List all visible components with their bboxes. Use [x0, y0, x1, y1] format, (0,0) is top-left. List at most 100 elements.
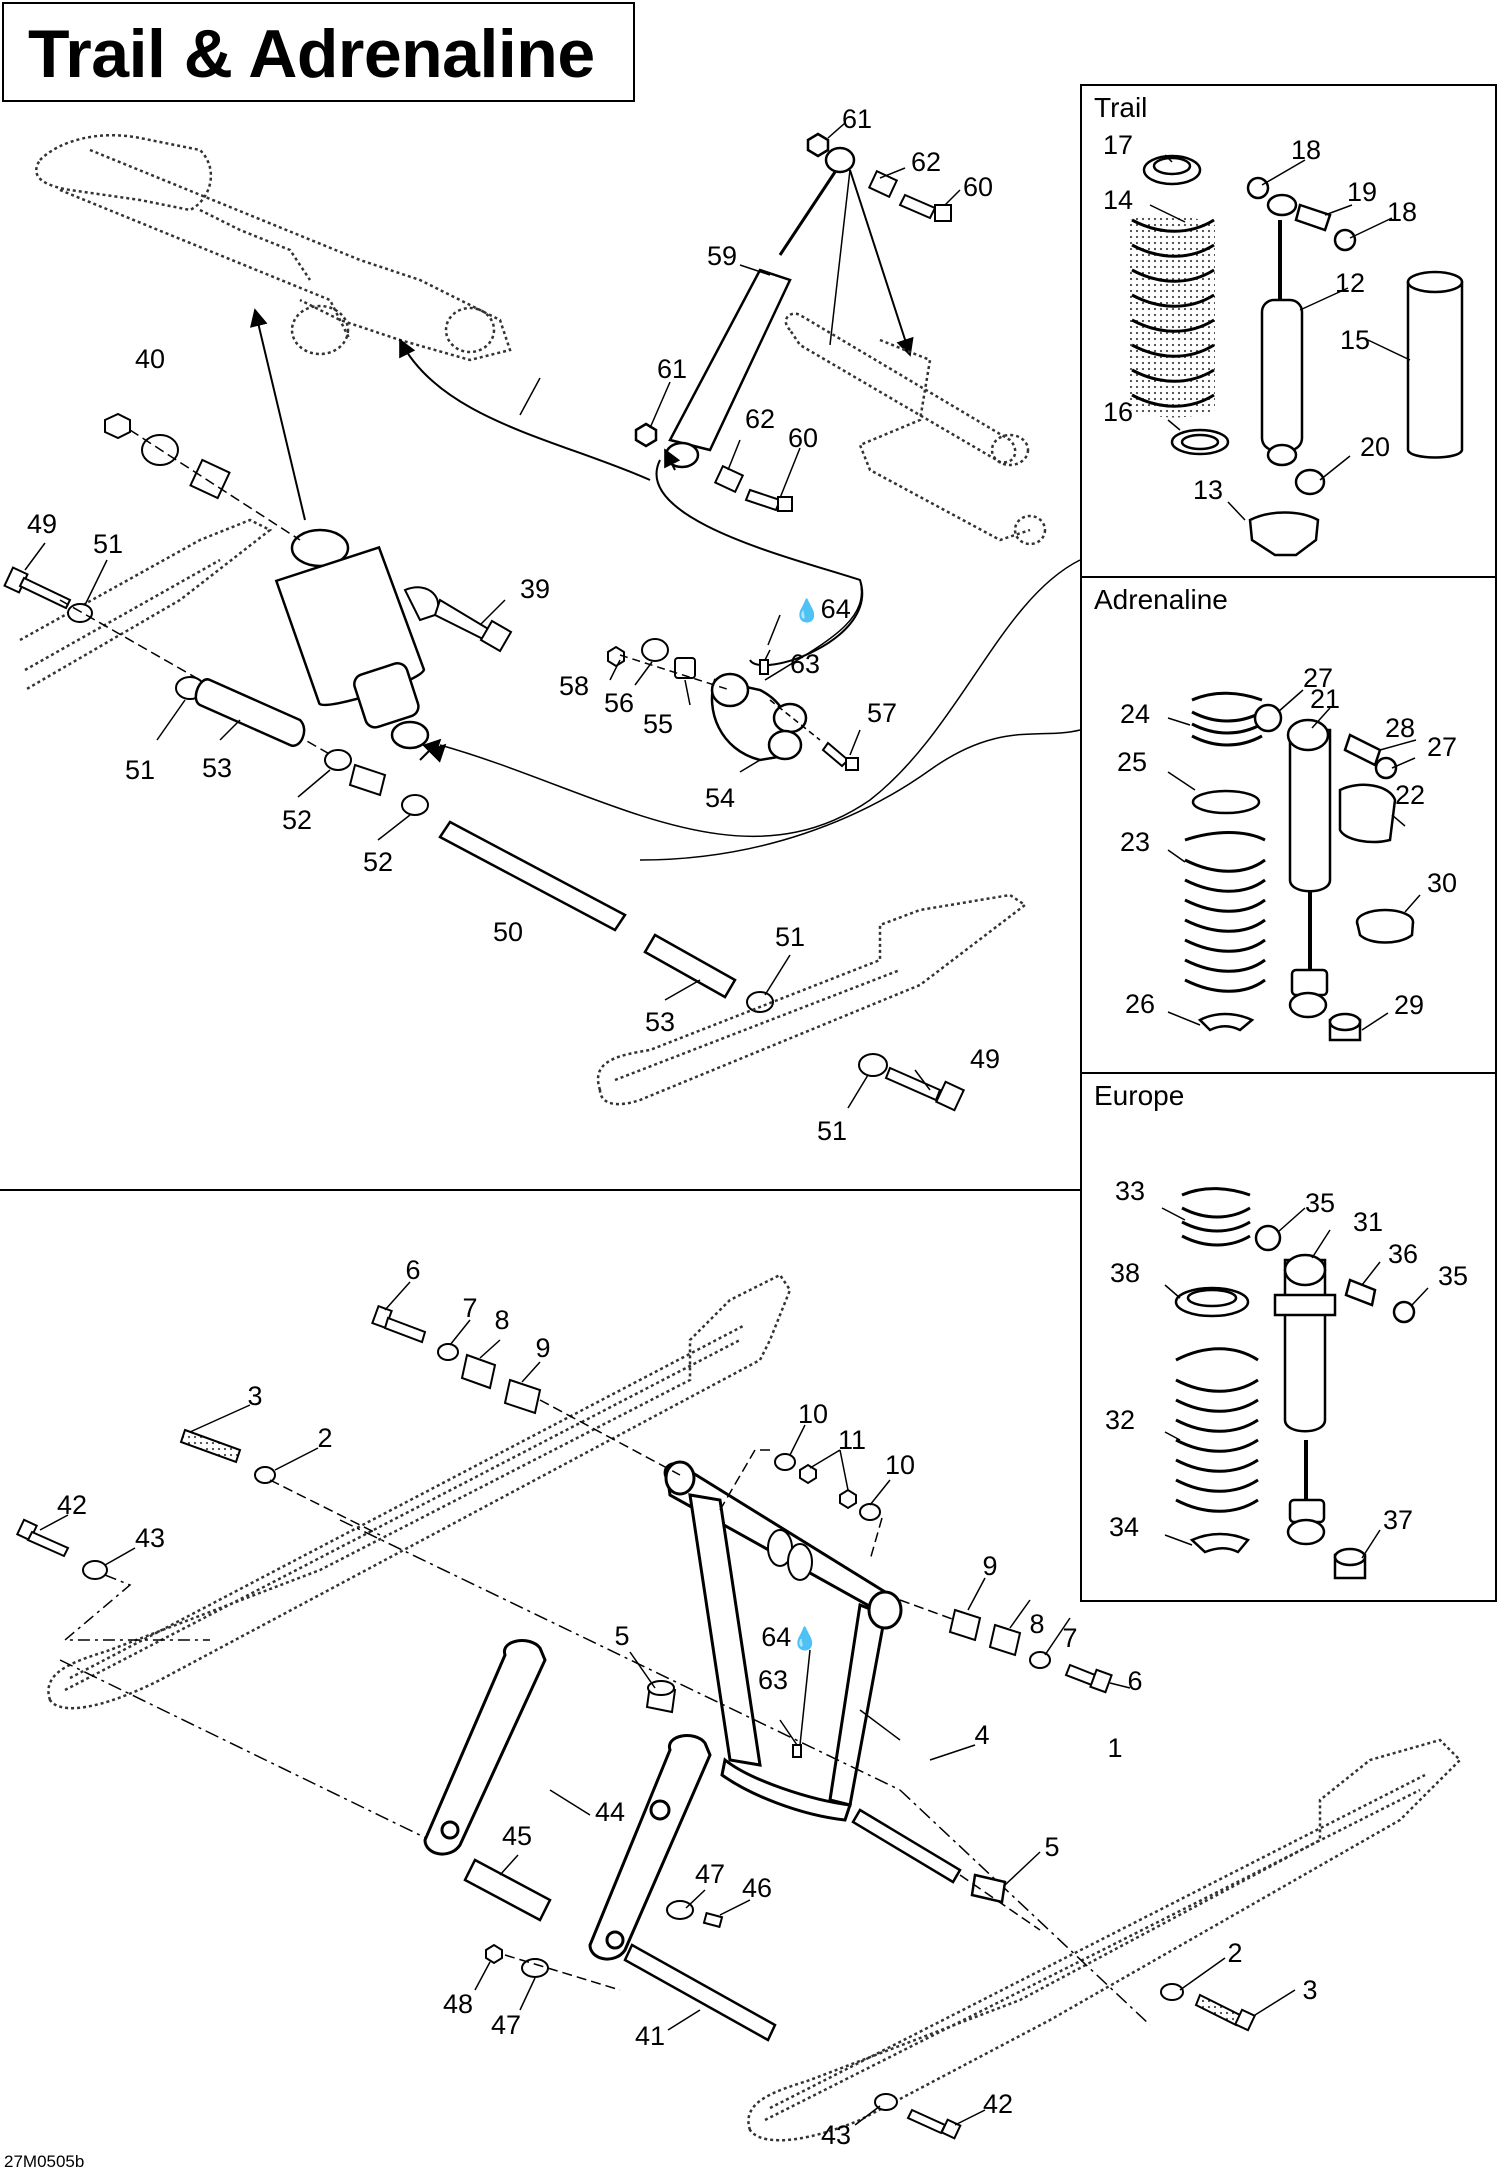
callout-61: 61 [656, 354, 688, 384]
adrenaline-shock-art [1184, 691, 1415, 1042]
callout-51: 51 [774, 922, 806, 952]
callout-3: 3 [1302, 1975, 1318, 2005]
callout-13: 13 [1192, 475, 1224, 505]
links-44 [423, 1639, 712, 1961]
callout-32: 32 [1104, 1405, 1136, 1435]
callout-1: 1 [1107, 1733, 1123, 1763]
callout-25: 25 [1116, 747, 1148, 777]
main-shock [274, 528, 430, 750]
callout-7: 7 [1062, 1623, 1078, 1653]
callout-49: 49 [26, 509, 58, 539]
callout-53: 53 [644, 1007, 676, 1037]
callout-62: 62 [744, 404, 776, 434]
nut-40 [104, 412, 231, 500]
callout-18: 18 [1290, 135, 1322, 165]
inset-label-adrenaline: Adrenaline [1094, 584, 1228, 615]
callout-30: 30 [1426, 868, 1458, 898]
bolt-39 [403, 586, 513, 653]
callout-58: 58 [558, 671, 590, 701]
callout-35: 35 [1304, 1188, 1336, 1218]
callout-16: 16 [1102, 397, 1134, 427]
callout-23: 23 [1119, 827, 1151, 857]
callout-46: 46 [741, 1873, 773, 1903]
callout-55: 55 [642, 709, 674, 739]
callout-51: 51 [816, 1116, 848, 1146]
callout-9: 9 [982, 1551, 998, 1581]
callout-24: 24 [1119, 699, 1151, 729]
callout-41: 41 [634, 2021, 666, 2051]
callout-37: 37 [1382, 1505, 1414, 1535]
callout-22: 22 [1394, 780, 1426, 810]
callout-44: 44 [594, 1797, 626, 1827]
callout-59: 59 [706, 241, 738, 271]
callout-21: 21 [1309, 684, 1341, 714]
callout-7: 7 [462, 1293, 478, 1323]
callout-62: 62 [910, 147, 942, 177]
rail-top-left [19, 518, 273, 692]
callout-9: 9 [535, 1333, 551, 1363]
callout-28: 28 [1384, 713, 1416, 743]
callout-2: 2 [317, 1423, 333, 1453]
callout-35: 35 [1437, 1261, 1469, 1291]
inset-adrenaline: Adrenaline [1080, 576, 1497, 1074]
callout-57: 57 [866, 698, 898, 728]
inset-label-europe: Europe [1094, 1080, 1185, 1111]
upper-pivot-outline [784, 312, 1047, 546]
callout-47: 47 [490, 2010, 522, 2040]
callout-10: 10 [884, 1450, 916, 1480]
leader-lines [24, 122, 1429, 2126]
callout-64: 64💧 [761, 1622, 819, 1652]
callout-26: 26 [1124, 989, 1156, 1019]
callout-8: 8 [1029, 1609, 1045, 1639]
callout-10: 10 [797, 1399, 829, 1429]
callout-56: 56 [603, 688, 635, 718]
callout-6: 6 [405, 1255, 421, 1285]
callout-2: 2 [1227, 1938, 1243, 1968]
callout-31: 31 [1352, 1207, 1384, 1237]
callout-47: 47 [694, 1859, 726, 1889]
title-box: Trail & Adrenaline [2, 2, 635, 102]
drawing-code: 27M0505b [4, 2152, 85, 2171]
callout-51: 51 [92, 529, 124, 559]
rail-bottom-left [47, 1273, 792, 1710]
pivot-bracket-54 [710, 672, 808, 762]
callout-63: 63 [757, 1665, 789, 1695]
callout-43: 43 [134, 1523, 166, 1553]
callout-49: 49 [969, 1044, 1001, 1074]
callout-5: 5 [1044, 1832, 1060, 1862]
callout-6: 6 [1127, 1666, 1143, 1696]
callout-3: 3 [247, 1381, 263, 1411]
callout-40: 40 [134, 344, 166, 374]
callout-11: 11 [837, 1425, 867, 1455]
callout-15: 15 [1339, 325, 1371, 355]
callout-63: 63 [789, 649, 821, 679]
callout-27: 27 [1302, 663, 1334, 693]
callout-61: 61 [841, 104, 873, 134]
callout-18: 18 [1386, 197, 1418, 227]
callout-8: 8 [494, 1305, 510, 1335]
callout-42: 42 [982, 2089, 1014, 2119]
callout-5: 5 [614, 1621, 630, 1651]
callout-27: 27 [1426, 732, 1458, 762]
page-title: Trail & Adrenaline [28, 16, 595, 92]
inset-label-trail: Trail [1094, 92, 1148, 123]
callout-45: 45 [501, 1821, 533, 1851]
callout-52: 52 [281, 805, 313, 835]
callout-51: 51 [124, 755, 156, 785]
callout-19: 19 [1346, 177, 1378, 207]
rail-top-right [596, 893, 1028, 1106]
callout-38: 38 [1109, 1258, 1141, 1288]
callout-36: 36 [1387, 1239, 1419, 1269]
callout-48: 48 [442, 1989, 474, 2019]
oil-drop-icon: 💧 [793, 598, 821, 623]
oil-drop-icon: 💧 [791, 1626, 819, 1651]
callout-52: 52 [362, 847, 394, 877]
callout-14: 14 [1102, 185, 1134, 215]
callout-20: 20 [1359, 432, 1391, 462]
callout-42: 42 [56, 1490, 88, 1520]
callout-54: 54 [704, 783, 736, 813]
callout-17: 17 [1102, 130, 1134, 160]
callout-43: 43 [820, 2120, 852, 2150]
